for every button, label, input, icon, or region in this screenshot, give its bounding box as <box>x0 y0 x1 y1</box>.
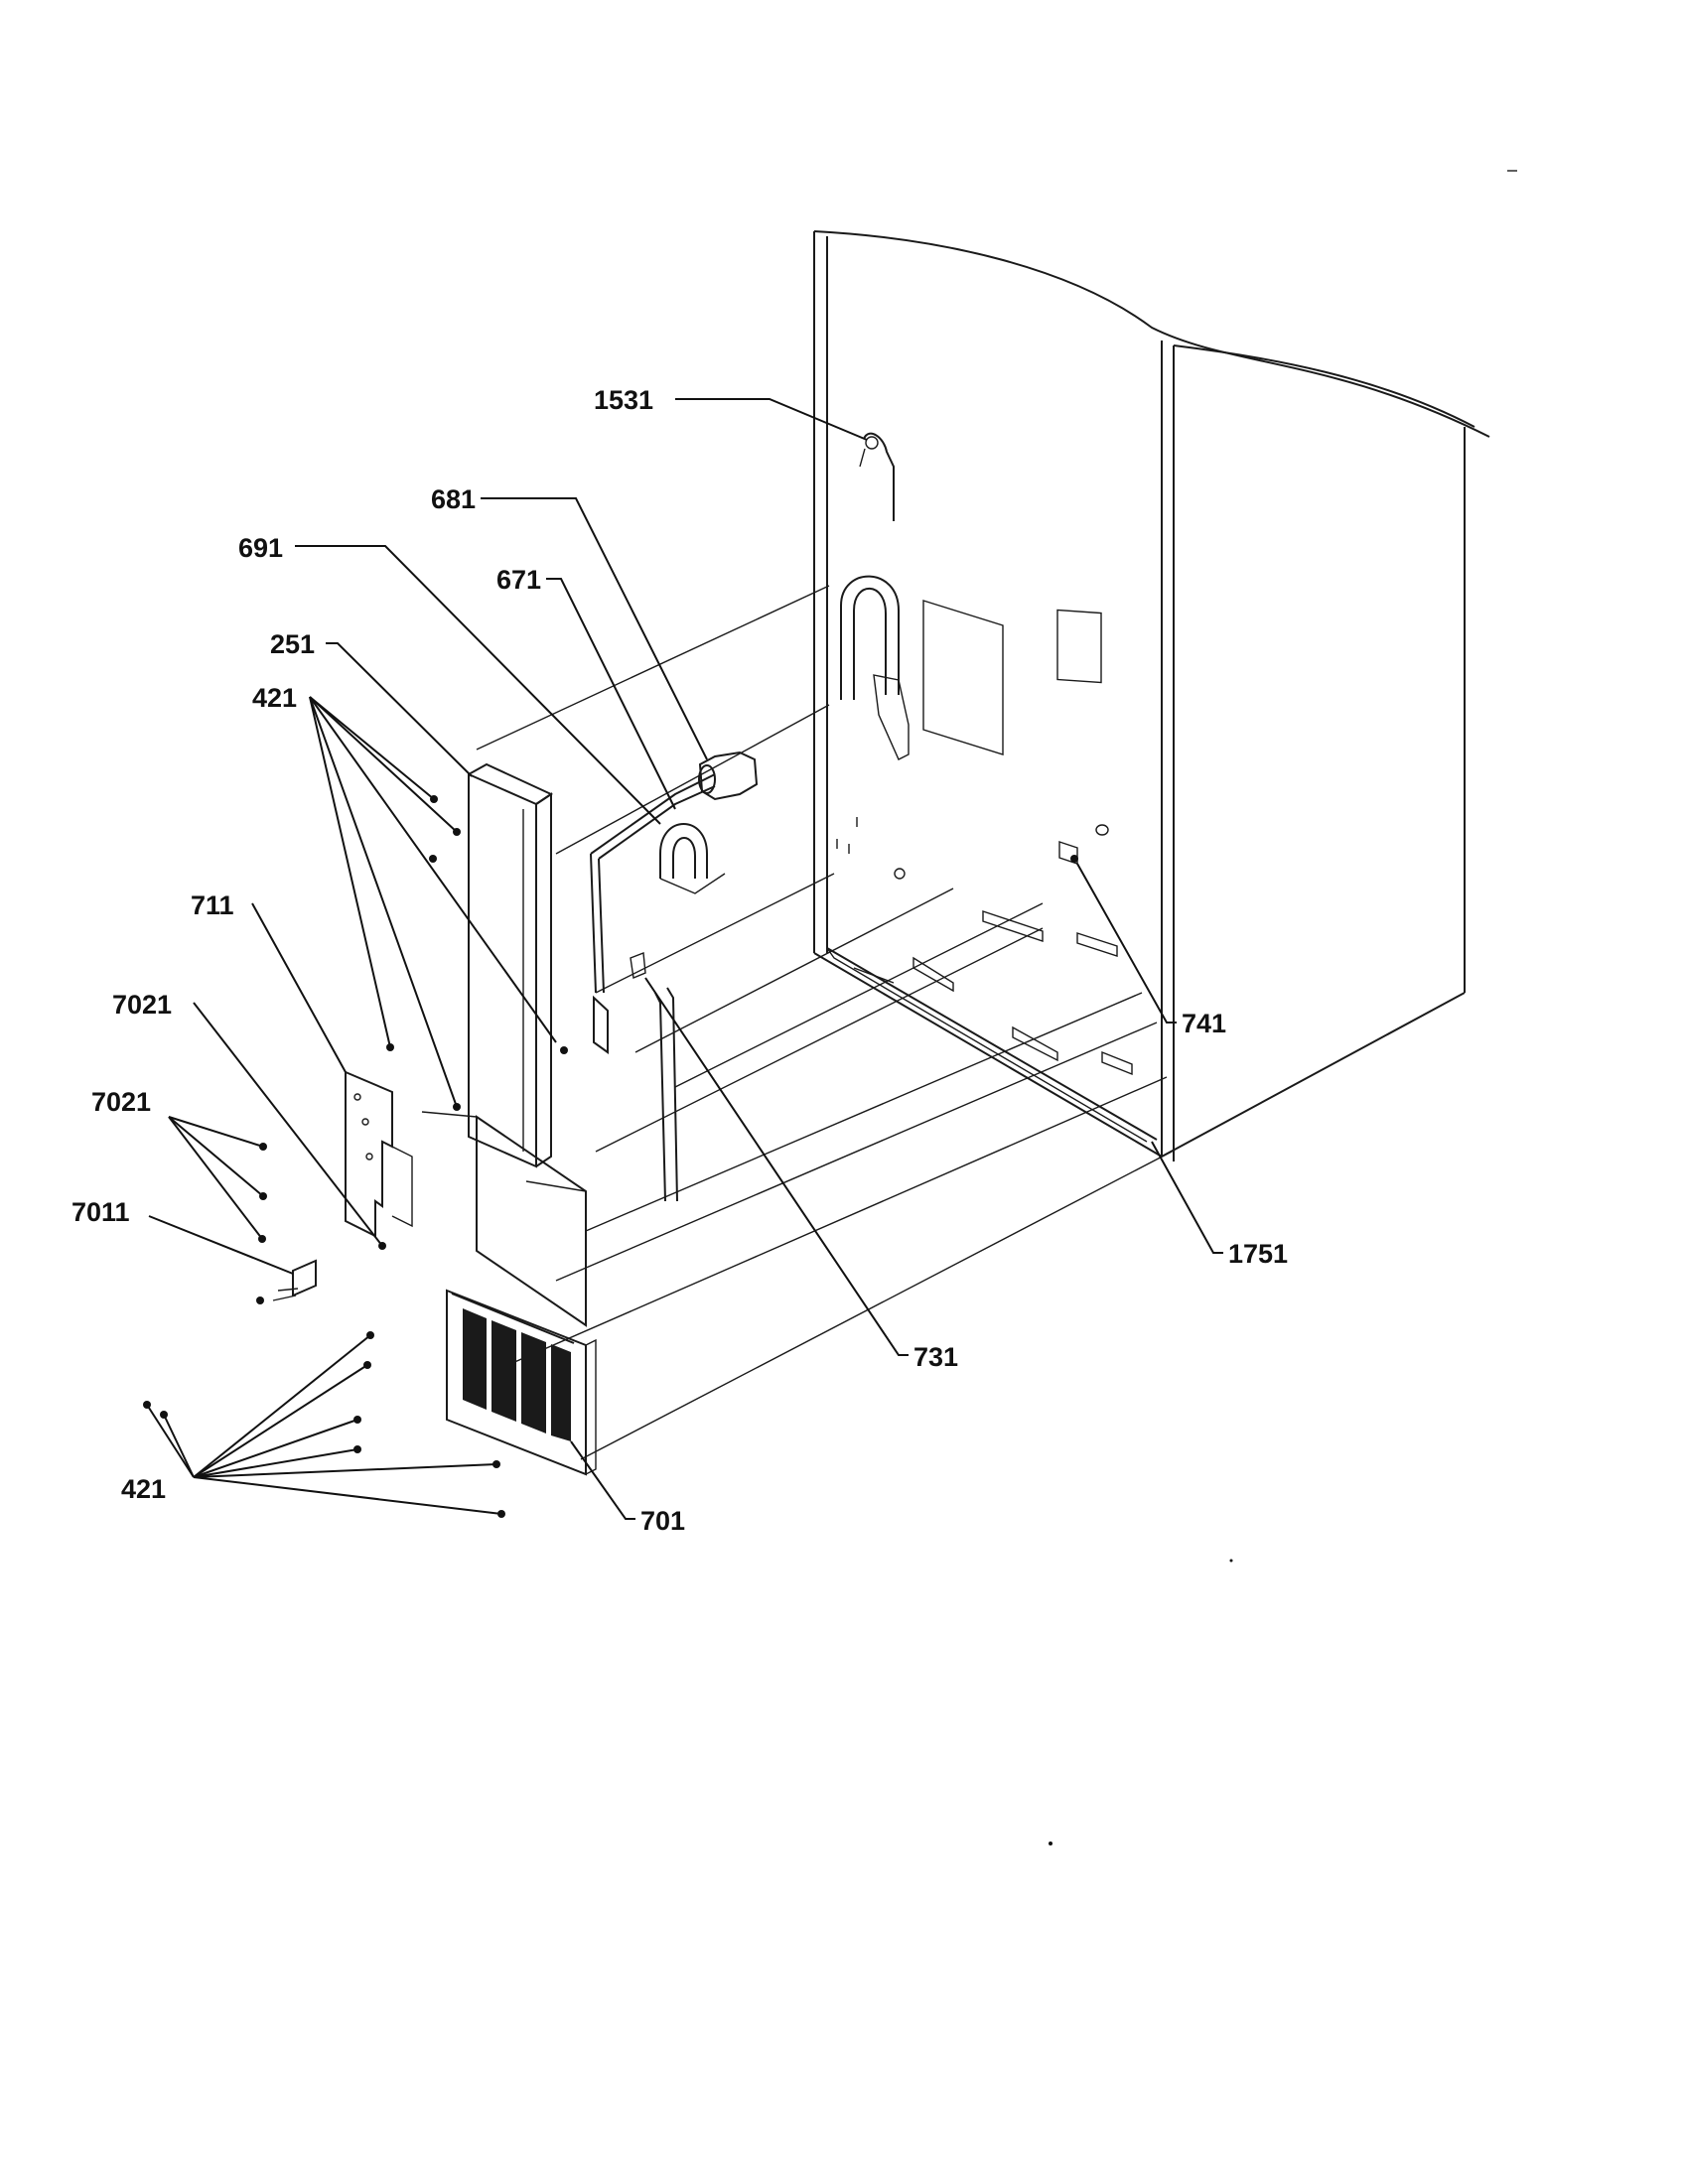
label-681: 681 <box>431 484 476 514</box>
label-421-top: 421 <box>252 683 297 713</box>
toe-grille <box>446 1289 597 1476</box>
label-671: 671 <box>496 565 541 595</box>
label-701: 701 <box>640 1506 685 1536</box>
cabinet-outline <box>813 230 1490 1161</box>
label-1531: 1531 <box>594 385 653 415</box>
label-7021-lower: 7021 <box>91 1087 151 1117</box>
stray-marks <box>1049 170 1517 1845</box>
label-251: 251 <box>270 629 315 659</box>
label-741: 741 <box>1182 1009 1226 1038</box>
label-7011: 7011 <box>71 1197 130 1227</box>
label-711: 711 <box>191 890 234 920</box>
part-labels: 1531 681 691 671 251 421 711 7021 7021 7… <box>71 385 1288 1536</box>
label-421-bottom: 421 <box>121 1474 166 1504</box>
label-1751: 1751 <box>1228 1239 1288 1269</box>
leader-lines <box>146 398 1223 1520</box>
screw-fasteners <box>143 795 1078 1518</box>
label-7021-upper: 7021 <box>112 990 172 1020</box>
machine-compartment <box>272 585 1173 1460</box>
label-691: 691 <box>238 533 283 563</box>
label-731: 731 <box>913 1342 958 1372</box>
